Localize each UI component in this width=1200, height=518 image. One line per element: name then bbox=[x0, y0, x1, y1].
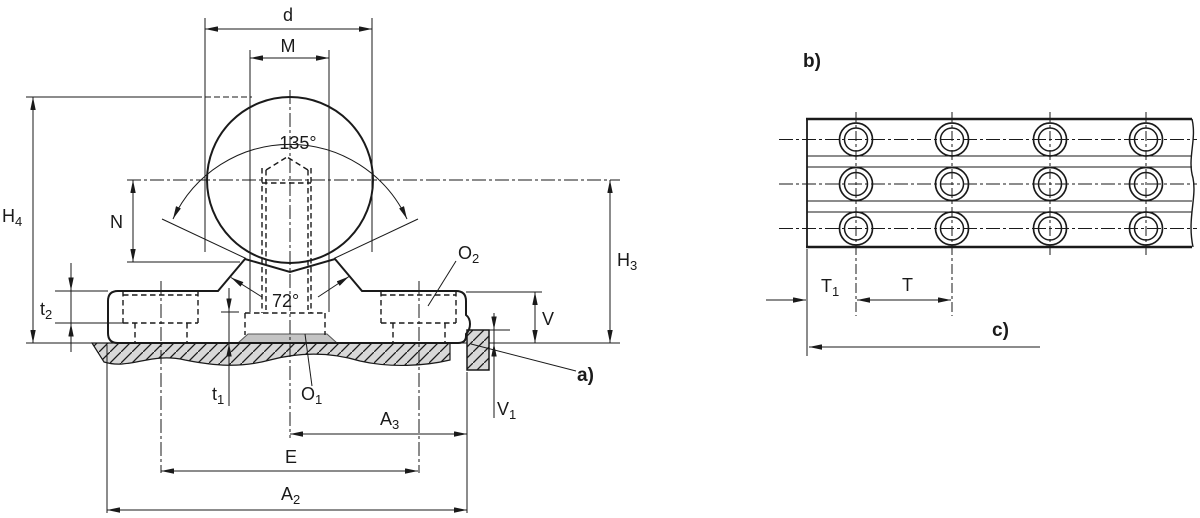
dim-v1-label: V1 bbox=[497, 399, 516, 422]
hole bbox=[1128, 166, 1164, 202]
dim-t1-end-label: T1 bbox=[821, 276, 839, 299]
hole bbox=[1032, 166, 1068, 202]
dim-h4-label: H4 bbox=[2, 206, 22, 229]
hole bbox=[1032, 211, 1068, 246]
row-centerlines bbox=[779, 139, 1197, 229]
ground-hatch-strip bbox=[90, 342, 451, 366]
angle-72-label: 72° bbox=[272, 291, 299, 311]
dim-t2-label: t2 bbox=[40, 299, 52, 322]
dim-a3-label: A3 bbox=[380, 409, 399, 432]
groove-tangent-right bbox=[333, 218, 419, 259]
stop-edge-block bbox=[466, 329, 490, 371]
rail-base-outline bbox=[107, 257, 472, 344]
hole bbox=[934, 122, 970, 157]
angle-135-label: 135° bbox=[279, 133, 316, 153]
cross-section-view: d M 135° H4 N t2 72° O2 H3 V a) t1 O1 V1… bbox=[2, 5, 637, 513]
center-pocket bbox=[236, 333, 339, 344]
o2-label: O2 bbox=[458, 243, 479, 266]
dim-h3-label: H3 bbox=[617, 250, 637, 273]
angle-135-arc bbox=[172, 143, 408, 220]
dim-d-label: d bbox=[283, 5, 293, 25]
hole bbox=[934, 211, 970, 246]
note-b-label: b) bbox=[803, 51, 821, 72]
hole bbox=[1032, 122, 1068, 157]
o1-leader bbox=[304, 333, 313, 387]
dim-e-label: E bbox=[285, 447, 297, 467]
angle-72-arrow-right bbox=[317, 276, 350, 298]
rail-break-edge bbox=[1190, 118, 1195, 248]
hole bbox=[838, 122, 874, 157]
note-c-label: c) bbox=[992, 320, 1009, 341]
hole bbox=[838, 211, 874, 246]
dim-m-label: M bbox=[281, 36, 296, 56]
dim-a2-label: A2 bbox=[281, 484, 300, 507]
mounting-holes bbox=[838, 122, 1164, 246]
note-a-label: a) bbox=[577, 365, 594, 386]
o2-leader bbox=[427, 260, 457, 307]
o1-label: O1 bbox=[301, 384, 322, 407]
column-centerlines bbox=[855, 112, 1147, 316]
hole bbox=[1128, 211, 1164, 246]
dim-v-label: V bbox=[542, 309, 554, 329]
hole bbox=[934, 166, 970, 202]
dim-t1-label: t1 bbox=[212, 384, 224, 407]
hole bbox=[838, 166, 874, 202]
dimension-lines bbox=[30, 26, 613, 513]
rail-top-view: b) T1 T c) bbox=[766, 51, 1197, 356]
angle-72-arrow-left bbox=[230, 277, 263, 298]
hole bbox=[1128, 122, 1164, 157]
groove-tangent-left bbox=[161, 218, 247, 259]
hidden-hole-lines bbox=[122, 156, 457, 343]
a-leader bbox=[470, 343, 577, 372]
dim-t-pitch-label: T bbox=[902, 275, 913, 295]
dim-n-label: N bbox=[110, 212, 123, 232]
